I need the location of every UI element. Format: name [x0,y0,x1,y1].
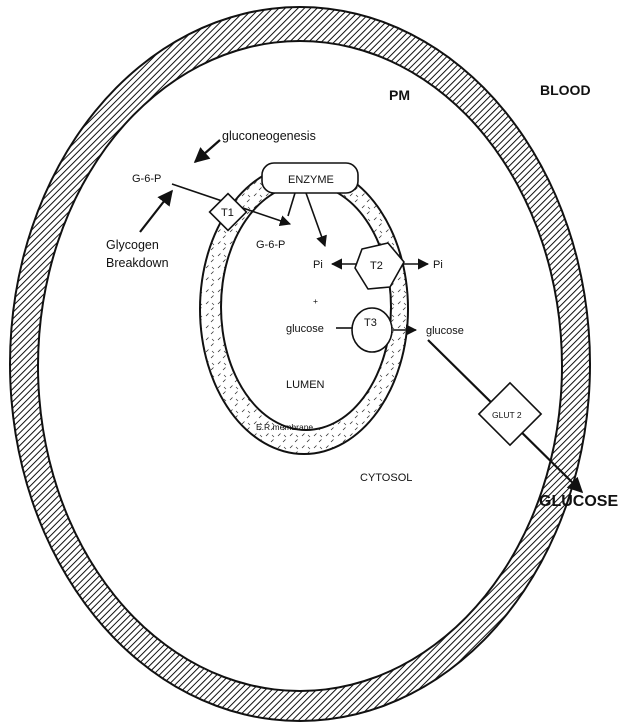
glucose-lumen-label: glucose [286,323,324,335]
glycogen-label-line2: Breakdown [106,256,169,270]
enzyme-box: ENZYME [262,163,358,193]
g6p-cytosol-label: G-6-P [132,173,161,185]
glycogen-label-line1: Glycogen [106,238,159,252]
svg-text:ENZYME: ENZYME [288,174,334,186]
svg-text:T3: T3 [364,317,377,329]
t3-transporter: T3 [352,308,392,352]
er-membrane-label: E.R membrane [256,422,313,432]
g6p-lumen-label: G-6-P [256,239,285,251]
svg-text:T2: T2 [370,260,383,272]
lumen-label: LUMEN [286,379,325,391]
pm-label: PM [389,87,410,103]
pi-right-label: Pi [433,259,443,271]
cytosol-label: CYTOSOL [360,472,412,484]
svg-text:T1: T1 [221,207,234,219]
pi-left-label: Pi [313,259,323,271]
plus-sign: + [313,296,318,306]
blood-label: BLOOD [540,82,591,98]
glucose-cytosol-label: glucose [426,325,464,337]
gluconeogenesis-label: gluconeogenesis [222,129,316,143]
svg-text:GLUT 2: GLUT 2 [492,410,522,420]
glucose-blood-label: GLUCOSE [539,493,618,510]
